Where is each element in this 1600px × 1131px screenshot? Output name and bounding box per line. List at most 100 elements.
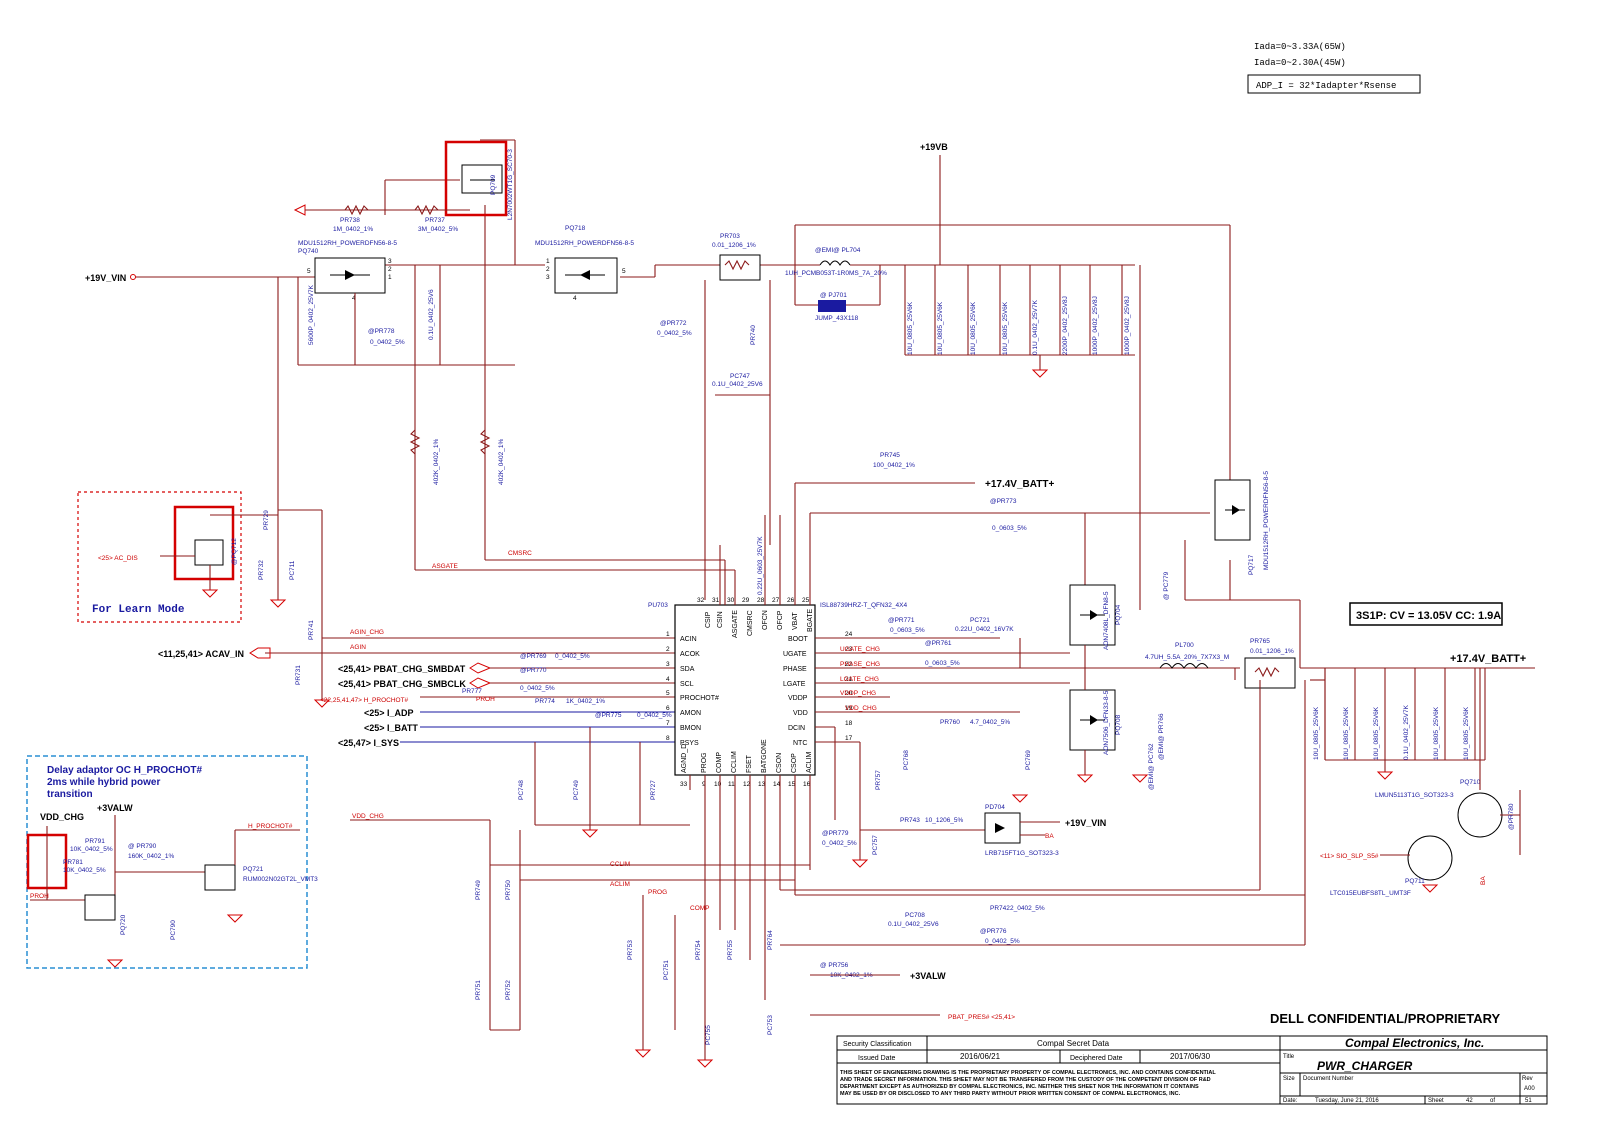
svg-text:33: 33 xyxy=(680,781,688,788)
pc708-part: 0.1U_0402_25V6 xyxy=(888,921,939,928)
pc747-part: 0.1U_0402_25V6 xyxy=(712,381,763,388)
pq704-ref: PQ704 xyxy=(1115,604,1122,625)
i-adp-port[interactable]: <25> I_ADP xyxy=(364,708,414,718)
switching-fets: PQ704 AON7408L_DFN8-5 PQ708 AON7506_DFN3… xyxy=(1069,513,1122,775)
net-lgate: LGATE_CHG xyxy=(840,676,879,683)
pq709-ref: PQ709 xyxy=(490,174,497,195)
svg-text:2: 2 xyxy=(546,266,550,273)
pj701-part: JUMP_43X118 xyxy=(815,315,859,322)
input-cap-6: 1000P_0402_25V8J xyxy=(1089,265,1099,355)
net-vdd-chg-bottom: VDD_CHG xyxy=(352,813,384,820)
pr779-part: 0_0402_5% xyxy=(822,840,857,847)
issued-label: Issued Date xyxy=(858,1055,895,1062)
svg-text:6: 6 xyxy=(666,705,670,712)
svg-text:4: 4 xyxy=(573,295,577,302)
input-cap-4: 0.1U_0402_25V7K xyxy=(1029,265,1039,355)
pr757-ref: PR757 xyxy=(875,770,882,790)
svg-text:5: 5 xyxy=(307,268,311,275)
security-label: Security Classification xyxy=(843,1041,912,1048)
i-batt-port[interactable]: <25> I_BATT xyxy=(364,723,418,733)
chip-pin-prochot: PROCHOT#5 xyxy=(666,690,719,702)
svg-text:11: 11 xyxy=(728,781,735,788)
pr776-ref: @PR776 xyxy=(980,928,1007,935)
ac-dis-port[interactable]: <25> AC_DIS xyxy=(98,555,138,562)
pl700-part: 4.7UH_5.5A_20%_7X7X3_M xyxy=(1145,654,1229,661)
v19v-vin-rail-2: +19V_VIN xyxy=(1065,818,1106,828)
left-signal-column: AGIN_CHG AGIN ASGATE CMSRC PR741 PR731 xyxy=(265,510,675,700)
svg-text:VBAT: VBAT xyxy=(792,612,799,630)
net-h-prochot: H_PROCHOT# xyxy=(248,823,293,830)
pl704-inductor: @EMI@ PL704 1UH_PCMB053T-1R0MS_7A_20% @ … xyxy=(785,247,887,322)
pr745-ref: PR745 xyxy=(880,452,900,459)
svg-text:CSON: CSON xyxy=(776,753,783,773)
svg-text:VDD: VDD xyxy=(793,710,808,717)
pd704-ref: PD704 xyxy=(985,804,1005,811)
input-cap-2: 10U_0805_25V6K xyxy=(967,265,977,355)
pr752-ref: PR752 xyxy=(505,980,512,1000)
svg-text:31: 31 xyxy=(712,597,720,604)
acav-in-port[interactable]: <11,25,41> ACAV_IN xyxy=(158,649,244,659)
pr742-part: 2_0402_5% xyxy=(1010,905,1045,912)
smbclk-port[interactable]: <25,41> PBAT_CHG_SMBCLK xyxy=(338,679,466,689)
pr790-ref: @ PR790 xyxy=(128,843,157,850)
svg-text:CSOP: CSOP xyxy=(791,753,798,773)
svg-text:4: 4 xyxy=(352,295,356,302)
sio-slp-port[interactable]: <11> SIO_SLP_S5# xyxy=(1320,853,1379,860)
pr765-part: 0.01_1206_1% xyxy=(1250,648,1294,655)
pr760-part: 4.7_0402_5% xyxy=(970,719,1010,726)
input-cap-3: 10U_0805_25V6K xyxy=(999,265,1009,355)
svg-text:27: 27 xyxy=(772,597,780,604)
pq718-mosfet: 12 35 4 MDU1512RH_POWERDFN56-8-5 PQ718 xyxy=(535,225,634,302)
pq721-ref: PQ721 xyxy=(243,866,264,873)
pq709-highlight xyxy=(444,140,508,217)
v3valw-rail-2: +3VALW xyxy=(910,971,946,981)
chip-pin-cson: CSON 14 xyxy=(773,753,783,788)
pr727-ref: PR727 xyxy=(650,780,657,800)
net-prdh-2: PROH xyxy=(30,893,49,900)
output-stage: PL700 4.7UH_5.5A_20%_7X7X3_M PR765 0.01_… xyxy=(1145,602,1526,790)
output-cap-4: 10U_0805_25V6K xyxy=(1433,668,1446,760)
i-sys-port[interactable]: <25,47> I_SYS xyxy=(338,738,399,748)
pr731-ref: PR731 xyxy=(295,665,302,685)
pr770-ref: @PR770 xyxy=(520,667,547,674)
delay-note-1: Delay adaptor OC H_PROCHOT# xyxy=(47,765,202,776)
pr790-part: 160K_0402_1% xyxy=(128,853,174,860)
svg-text:CCLIM: CCLIM xyxy=(731,751,738,773)
pc779-ref: @ PC779 xyxy=(1163,571,1170,600)
prochot-port[interactable]: <22,25,41,47> H_PROCHOT# xyxy=(320,697,409,704)
pr761-ref: @PR761 xyxy=(925,640,952,647)
svg-text:14: 14 xyxy=(773,781,781,788)
pr750-ref: PR750 xyxy=(505,880,512,900)
svg-text:10U_0805_25V6K: 10U_0805_25V6K xyxy=(907,301,914,355)
input-cap-bank: 10U_0805_25V6K 10U_0805_25V6K 10U_0805_2… xyxy=(904,265,1131,355)
svg-text:2: 2 xyxy=(388,266,392,273)
svg-text:UGATE: UGATE xyxy=(783,651,807,658)
svg-text:2200P_0402_25V8J: 2200P_0402_25V8J xyxy=(1062,296,1069,355)
pq721-part: RUM002N02GT2L_VMT3 xyxy=(243,876,318,883)
pr766-label: @EMI@ PR766 xyxy=(1158,713,1165,760)
chip-bottom-wiring: PR742 2_0402_5% PC708 0.1U_0402_25V6 @PR… xyxy=(518,680,1306,1060)
pr761-part: 0_0603_5% xyxy=(925,660,960,667)
input-cap-7: 1000P_0402_25V8J xyxy=(1121,265,1131,355)
output-cap-3: 0.1U_0402_25V7K xyxy=(1403,668,1416,760)
pr762-label: 402K_0402_1% xyxy=(433,439,440,485)
svg-text:26: 26 xyxy=(787,597,795,604)
pr781-part: 10K_0402_5% xyxy=(63,867,106,874)
pr755-ref: PR755 xyxy=(727,940,734,960)
svg-text:1: 1 xyxy=(388,274,392,281)
smbdat-port[interactable]: <25,41> PBAT_CHG_SMBDAT xyxy=(338,664,466,674)
svg-text:10U_0805_25V6K: 10U_0805_25V6K xyxy=(1373,706,1380,760)
pq740-part: MDU1512RH_POWERDFN56-8-5 xyxy=(298,240,397,247)
pr732-ref: PR732 xyxy=(258,560,265,580)
title-value: PWR_CHARGER xyxy=(1317,1059,1413,1073)
pbat-pres-port[interactable]: PBAT_PRES# <25,41> xyxy=(948,1014,1015,1021)
